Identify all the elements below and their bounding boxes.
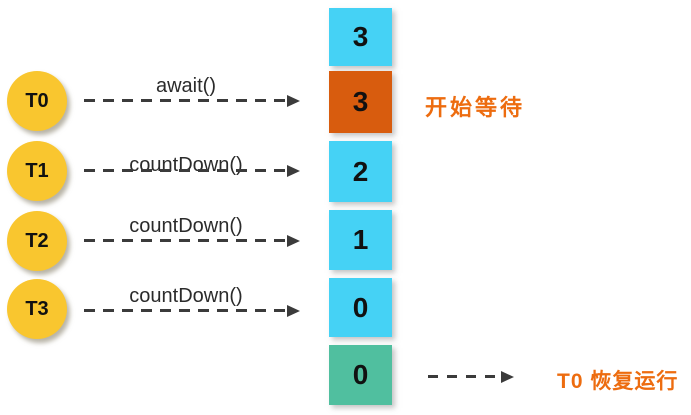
arrow-head-icon — [287, 165, 300, 177]
annotation-resume: T0 恢复运行 — [557, 370, 679, 393]
dashed-line — [84, 99, 287, 102]
thread-circle-t1: T1 — [7, 141, 67, 201]
thread-circle-t2: T2 — [7, 211, 67, 271]
thread-label-t1: T1 — [25, 159, 49, 182]
arrow-countdown-t1: countDown() — [84, 154, 300, 177]
latch-count-box-0: 3 — [329, 8, 392, 66]
latch-count-box-1-waiting: 3 — [329, 71, 392, 133]
dashed-line — [428, 375, 501, 378]
thread-label-t2: T2 — [25, 229, 49, 252]
latch-count-box-2: 2 — [329, 141, 392, 202]
thread-label-t3: T3 — [25, 297, 49, 320]
arrow-head-icon — [501, 371, 514, 383]
latch-count-box-3: 1 — [329, 210, 392, 270]
thread-circle-t3: T3 — [7, 279, 67, 339]
latch-count-box-4: 0 — [329, 278, 392, 337]
call-label-await: await() — [155, 75, 216, 97]
thread-circle-t0: T0 — [7, 71, 67, 131]
dashed-line — [84, 309, 287, 312]
arrow-resume — [428, 371, 514, 383]
arrow-head-icon — [287, 305, 300, 317]
latch-count-box-5-released: 0 — [329, 345, 392, 405]
call-label-countdown-t1: countDown() — [129, 154, 243, 176]
call-label-countdown-t2: countDown() — [129, 215, 243, 237]
dashed-line — [84, 239, 287, 242]
dashed-line — [84, 169, 287, 172]
arrow-head-icon — [287, 235, 300, 247]
annotation-start-wait: 开始等待 — [425, 95, 526, 120]
call-label-countdown-t3: countDown() — [129, 285, 243, 307]
arrow-countdown-t3: countDown() — [84, 285, 300, 317]
arrow-countdown-t2: countDown() — [84, 215, 300, 247]
arrow-await-t0: await() — [84, 75, 300, 107]
arrow-head-icon — [287, 95, 300, 107]
thread-label-t0: T0 — [25, 89, 49, 112]
